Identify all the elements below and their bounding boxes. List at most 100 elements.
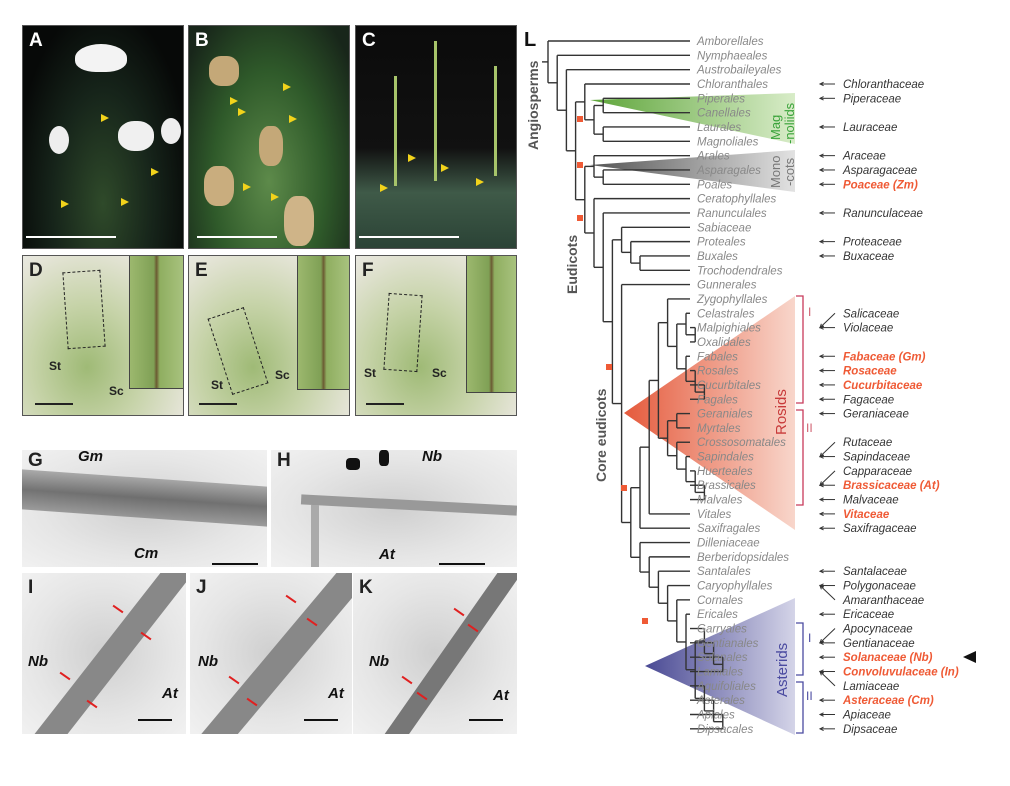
wilted-leaves bbox=[209, 56, 239, 86]
family-label: Vitaceae bbox=[843, 509, 890, 521]
family-label: Violaceae bbox=[843, 323, 893, 335]
flower bbox=[75, 44, 127, 72]
order-label: Lamiales bbox=[697, 667, 743, 679]
rosids-clade-triangle bbox=[624, 296, 795, 530]
graft-arrowhead-icon bbox=[476, 178, 484, 186]
order-label: Berberidopsidales bbox=[697, 552, 789, 564]
panel-label-h: H bbox=[277, 450, 291, 471]
panel-g-tem: G Gm Cm bbox=[22, 450, 267, 567]
stem bbox=[394, 76, 397, 186]
order-label: Caryophyllales bbox=[697, 581, 773, 593]
panel-i-tem: I Nb At bbox=[22, 573, 186, 734]
order-label: Austrobaileyales bbox=[696, 65, 782, 77]
order-label: Dilleniaceae bbox=[697, 538, 760, 550]
scale-bar bbox=[197, 236, 277, 238]
magnoliids-clade-triangle bbox=[590, 93, 795, 144]
arrowhead-icon bbox=[818, 239, 824, 244]
family-label: Malvaceae bbox=[843, 495, 899, 507]
arrowhead-icon bbox=[818, 640, 824, 646]
order-label: Dipsacales bbox=[697, 724, 753, 736]
asterids-group-ii-bracket bbox=[796, 681, 804, 734]
family-label: Gentianaceae bbox=[843, 638, 915, 650]
order-label: Garryales bbox=[697, 624, 747, 636]
order-label: Sapindales bbox=[697, 452, 754, 464]
panel-label-f: F bbox=[362, 260, 374, 281]
scale-bar bbox=[439, 563, 485, 565]
arrowhead-icon bbox=[818, 96, 824, 101]
panel-h-tem: H Nb At bbox=[271, 450, 517, 567]
family-label: Saxifragaceae bbox=[843, 523, 917, 535]
order-label: Gunnerales bbox=[697, 280, 757, 292]
panel-d-micrograph: D St Sc bbox=[22, 255, 184, 416]
graft-arrowhead-icon bbox=[408, 154, 416, 162]
node-marker bbox=[577, 215, 583, 221]
graft-arrowhead-icon bbox=[121, 198, 129, 206]
arrowhead-icon bbox=[818, 81, 824, 87]
rosids-group-i-bracket bbox=[796, 295, 804, 404]
family-label: Polygonaceae bbox=[843, 581, 916, 593]
arrowhead-icon bbox=[818, 712, 824, 717]
clade-label-magnoliids-2: -noliids bbox=[782, 102, 797, 144]
rosids-group-ii-bracket bbox=[796, 409, 804, 506]
panel-label-c: C bbox=[362, 30, 376, 51]
clade-label-core-eudicots: Core eudicots bbox=[593, 388, 609, 482]
panel-label-g: G bbox=[28, 450, 43, 471]
species-label-at: At bbox=[379, 546, 395, 563]
panel-label-b: B bbox=[195, 30, 209, 51]
family-label: Lauraceae bbox=[843, 122, 897, 134]
order-label: Sabiaceae bbox=[697, 222, 751, 234]
arrowhead-icon bbox=[818, 153, 824, 158]
order-label: Santalales bbox=[697, 566, 751, 578]
clade-label-angiosperms: Angiosperms bbox=[525, 60, 541, 150]
panel-c-photo: C bbox=[355, 25, 517, 249]
family-label: Dipsaceae bbox=[843, 724, 897, 736]
order-label: Fabales bbox=[697, 351, 738, 363]
arrow-icon bbox=[819, 585, 836, 601]
species-label-at: At bbox=[493, 687, 509, 704]
scale-bar bbox=[212, 563, 258, 565]
species-label-nb: Nb bbox=[369, 653, 389, 670]
order-label: Malvales bbox=[697, 495, 743, 507]
arrowhead-icon bbox=[818, 411, 824, 416]
order-label: Poales bbox=[697, 179, 732, 191]
order-label: Aquifoliales bbox=[696, 681, 756, 693]
arrowhead-icon bbox=[818, 654, 824, 660]
asterids-clade-triangle bbox=[645, 598, 795, 735]
arrowhead-icon bbox=[818, 483, 824, 488]
clade-label-monocots-2: -cots bbox=[782, 157, 797, 186]
family-label: Asparagaceae bbox=[842, 165, 917, 177]
family-label: Sapindaceae bbox=[843, 452, 910, 464]
family-label: Araceae bbox=[842, 151, 886, 163]
arrowhead-icon bbox=[818, 497, 824, 502]
arrowhead-icon bbox=[818, 697, 824, 703]
order-label: Fagales bbox=[697, 394, 738, 406]
stock-label: St bbox=[49, 359, 61, 373]
clade-label-rosids: Rosids bbox=[773, 389, 790, 435]
arrowhead-icon bbox=[818, 511, 824, 517]
dark-deposit bbox=[379, 450, 389, 466]
asterids-group-ii-label: II bbox=[806, 689, 813, 703]
flower bbox=[49, 126, 69, 154]
order-label: Cucurbitales bbox=[697, 380, 761, 392]
cell-wall bbox=[311, 505, 319, 567]
arrowhead-icon bbox=[818, 325, 824, 330]
order-label: Rosales bbox=[697, 366, 739, 378]
family-label: Fagaceae bbox=[843, 394, 894, 406]
arrowhead-icon bbox=[818, 454, 824, 459]
inset-magnified bbox=[297, 256, 349, 390]
species-label-nb: Nb bbox=[198, 653, 218, 670]
panel-label-i: I bbox=[28, 577, 34, 598]
graft-arrowhead-icon bbox=[289, 115, 297, 123]
order-label: Crossosomatales bbox=[697, 437, 786, 449]
species-label-cm: Cm bbox=[134, 545, 159, 562]
order-label: Arales bbox=[696, 151, 730, 163]
order-label: Laurales bbox=[697, 122, 741, 134]
family-label: Piperaceae bbox=[843, 93, 901, 105]
asterids-group-i-bracket bbox=[796, 622, 804, 676]
stem bbox=[434, 41, 437, 181]
graft-arrowhead-icon bbox=[230, 97, 238, 105]
order-label: Brassicales bbox=[697, 480, 756, 492]
scale-bar bbox=[359, 236, 459, 238]
family-label: Buxaceae bbox=[843, 251, 894, 263]
scale-bar bbox=[304, 719, 338, 721]
